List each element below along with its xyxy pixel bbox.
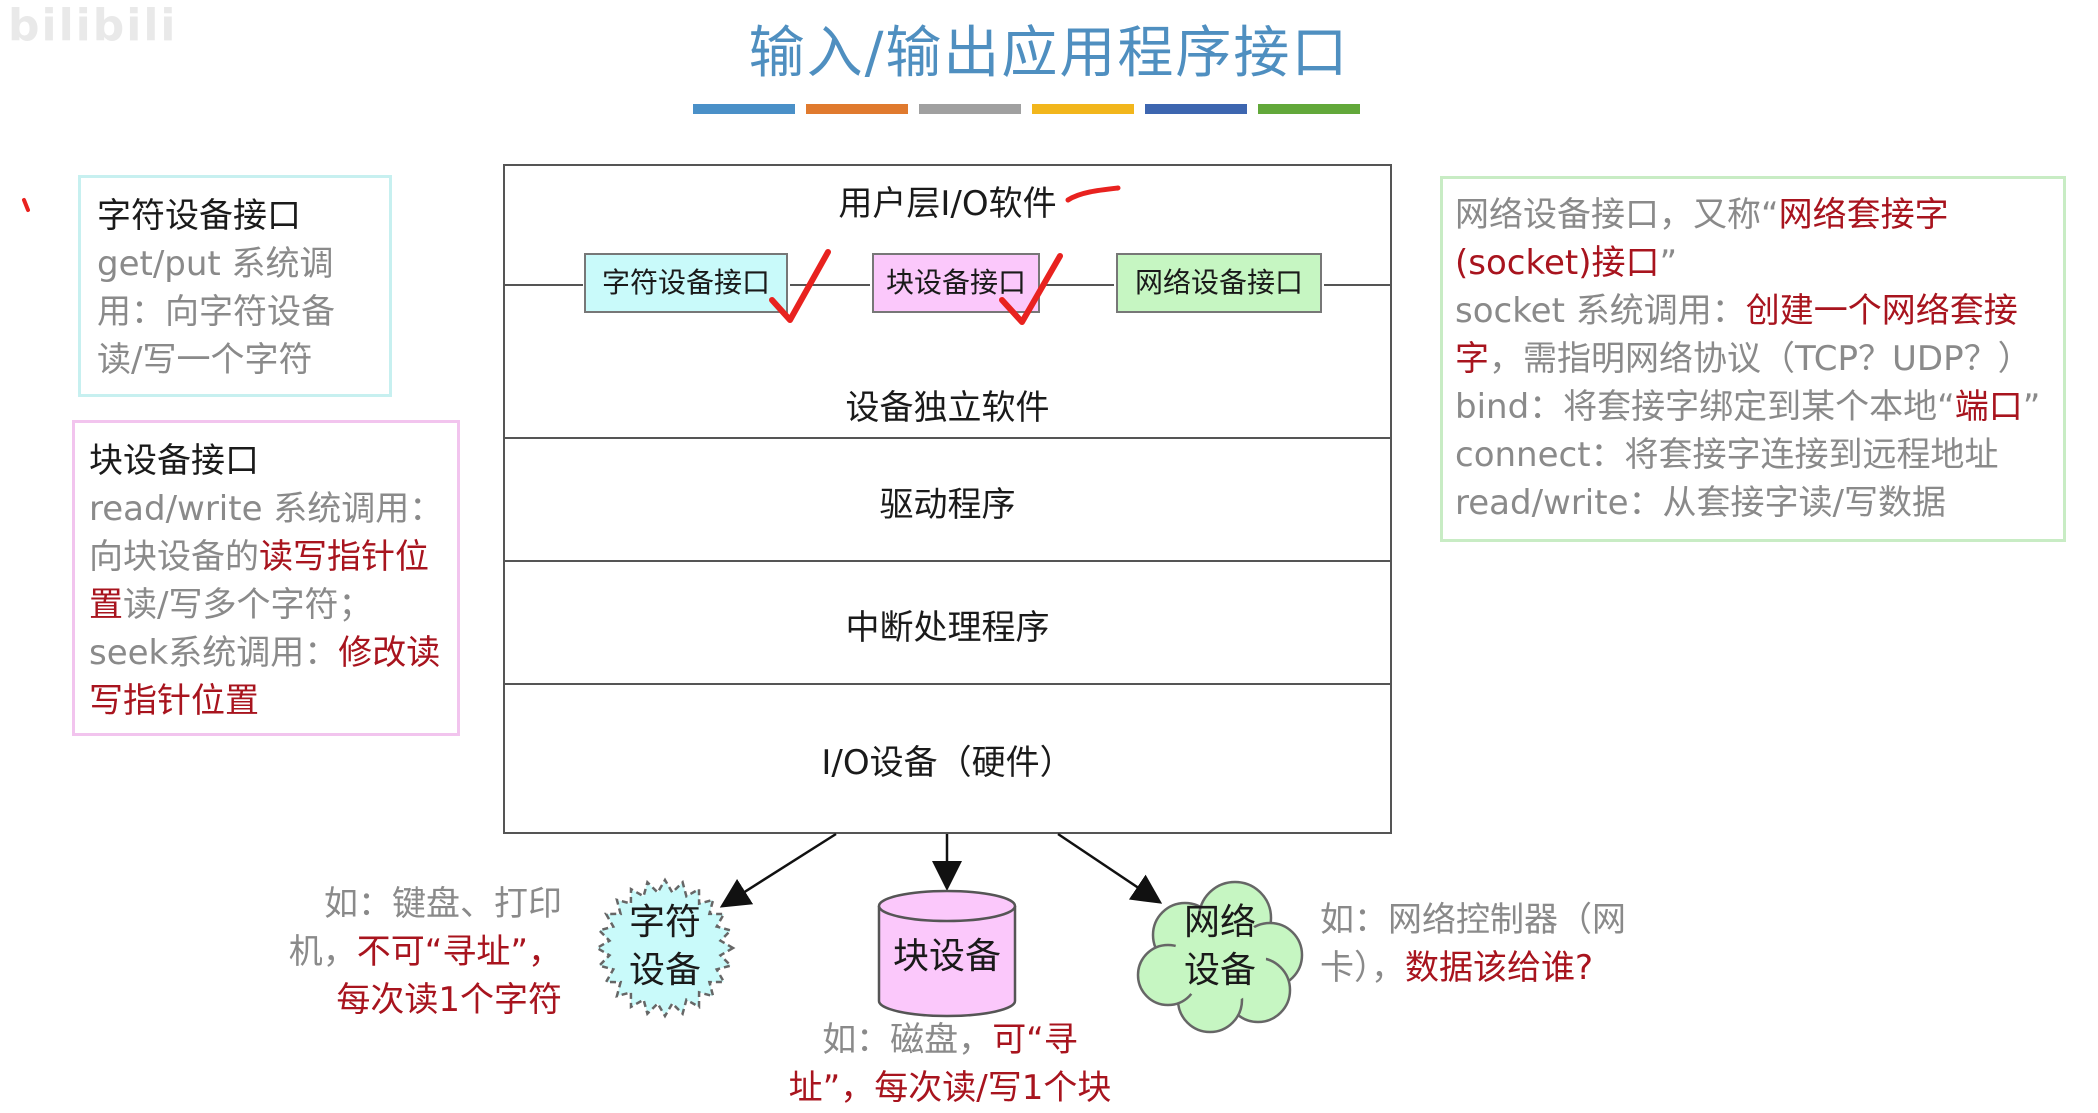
net-note-line: read/write：从套接字读/写数据 — [1455, 483, 1946, 523]
layer-interrupt-handler: 中断处理程序 — [845, 608, 1050, 648]
text: socket 系统调用： — [1455, 291, 1746, 331]
network-device-note: 网络设备接口，又称“网络套接字 (socket)接口” socket 系统调用：… — [1440, 176, 2066, 542]
layer-driver: 驱动程序 — [879, 485, 1016, 525]
color-bar-1 — [693, 104, 795, 114]
interface-block-device: 块设备接口 — [872, 253, 1040, 313]
char-device-label: 字符 设备 — [600, 899, 730, 995]
text: 向块设备的 — [89, 537, 259, 577]
net-note-line: bind：将套接字绑定到某个本地“端口” — [1455, 383, 2053, 431]
char-device-example: 如：键盘、打印 机，不可“寻址”， 每次读1个字符 — [286, 880, 562, 1024]
highlight-text: (socket)接口 — [1455, 243, 1660, 283]
highlight-text: 读写指针位 — [259, 537, 429, 577]
text: ，需指明网络协议（TCP？UDP？） — [1489, 339, 2032, 379]
block-note-line: 向块设备的读写指针位 — [89, 533, 447, 581]
block-note-line: seek系统调用：修改读 — [89, 629, 447, 677]
net-device-example: 如：网络控制器（网 卡），数据该给谁? — [1320, 896, 1660, 992]
layer-divider — [503, 683, 1392, 685]
highlight-text: 每次读1个字符 — [336, 980, 562, 1020]
highlight-text: 修改读 — [338, 633, 441, 673]
block-device-label: 块设备 — [892, 936, 1001, 977]
net-device-label: 网络 设备 — [1160, 899, 1280, 995]
block-note-line: 置读/写多个字符； — [89, 581, 447, 629]
text: bind：将套接字绑定到某个本地“ — [1455, 387, 1955, 427]
layer-divider — [503, 284, 583, 286]
highlight-text: 置 — [89, 585, 123, 625]
page-title: 输入/输出应用程序接口 — [748, 21, 1350, 86]
highlight-text: 端口 — [1954, 387, 2023, 427]
text: ” — [2022, 387, 2041, 427]
checkmark-icon — [999, 253, 1063, 325]
interface-network-device: 网络设备接口 — [1116, 253, 1322, 313]
net-note-line: (socket)接口” — [1455, 239, 2053, 287]
highlight-text: 网络套接字 — [1778, 195, 1949, 235]
color-bar-3 — [919, 104, 1021, 114]
char-note-line: get/put 系统调 — [97, 244, 334, 284]
char-note-line: 用：向字符设备 — [97, 292, 335, 332]
text: 如：网络控制器（网 — [1320, 900, 1626, 940]
color-bar-2 — [806, 104, 908, 114]
char-device-note: 字符设备接口 get/put 系统调 用：向字符设备 读/写一个字符 — [78, 175, 392, 397]
layer-divider — [1042, 284, 1114, 286]
text: 如：磁盘， — [822, 1020, 993, 1060]
block-device-note: 块设备接口 read/write 系统调用： 向块设备的读写指针位 置读/写多个… — [72, 420, 460, 736]
block-note-line: read/write 系统调用： — [89, 489, 444, 529]
block-note-line: 写指针位置 — [89, 681, 259, 721]
net-note-line: 字，需指明网络协议（TCP？UDP？） — [1455, 335, 2053, 383]
red-underline-icon — [1065, 185, 1121, 203]
char-note-head: 字符设备接口 — [97, 196, 301, 236]
char-note-line: 读/写一个字符 — [97, 340, 313, 380]
text: 卡）， — [1320, 948, 1405, 988]
text: seek系统调用： — [89, 633, 339, 673]
text: 字符 — [628, 902, 701, 943]
layer-divider — [503, 560, 1392, 562]
layer-divider — [790, 284, 870, 286]
net-note-line: 网络设备接口，又称“网络套接字 — [1455, 191, 2053, 239]
block-note-head: 块设备接口 — [89, 441, 259, 481]
arrow-to-net-device — [1057, 832, 1163, 904]
text: 网络设备接口，又称“ — [1455, 195, 1779, 235]
color-bar-4 — [1032, 104, 1134, 114]
text: 读/写多个字符； — [123, 585, 373, 625]
block-device-shape — [877, 889, 1017, 1018]
highlight-text: 字 — [1455, 339, 1489, 379]
highlight-text: 不可“寻址”， — [356, 932, 562, 972]
net-note-line: socket 系统调用：创建一个网络套接 — [1455, 287, 2053, 335]
checkmark-icon — [769, 249, 831, 323]
color-bar-6 — [1258, 104, 1360, 114]
red-mark-icon — [22, 198, 30, 212]
watermark: bilibili — [8, 0, 178, 51]
highlight-text: 可“寻 — [992, 1020, 1078, 1060]
layer-user-io: 用户层I/O软件 — [838, 184, 1057, 224]
arrow-to-char-device — [719, 832, 837, 908]
io-layer-diagram — [503, 164, 1392, 834]
layer-device-independent: 设备独立软件 — [845, 388, 1050, 428]
text: 机， — [288, 932, 357, 972]
text: 设备 — [628, 950, 701, 991]
interface-char-device: 字符设备接口 — [584, 253, 788, 313]
char-device-shape — [594, 877, 736, 1019]
layer-divider — [503, 437, 1392, 439]
text: 网络 — [1183, 902, 1256, 943]
text: 如：键盘、打印 — [324, 884, 562, 924]
layer-io-hardware: I/O设备（硬件） — [821, 743, 1074, 783]
highlight-text: 数据该给谁? — [1405, 948, 1594, 988]
highlight-text: 址”，每次读/写1个块 — [788, 1068, 1112, 1108]
text: ” — [1659, 243, 1678, 283]
layer-divider — [1324, 284, 1392, 286]
highlight-text: 创建一个网络套接 — [1745, 291, 2018, 331]
color-bar-5 — [1145, 104, 1247, 114]
text: 设备 — [1183, 950, 1256, 991]
block-device-example: 如：磁盘，可“寻 址”，每次读/写1个块 — [760, 1016, 1140, 1112]
net-note-line: connect：将套接字连接到远程地址 — [1455, 435, 1999, 475]
network-device-shape — [1136, 880, 1304, 1034]
